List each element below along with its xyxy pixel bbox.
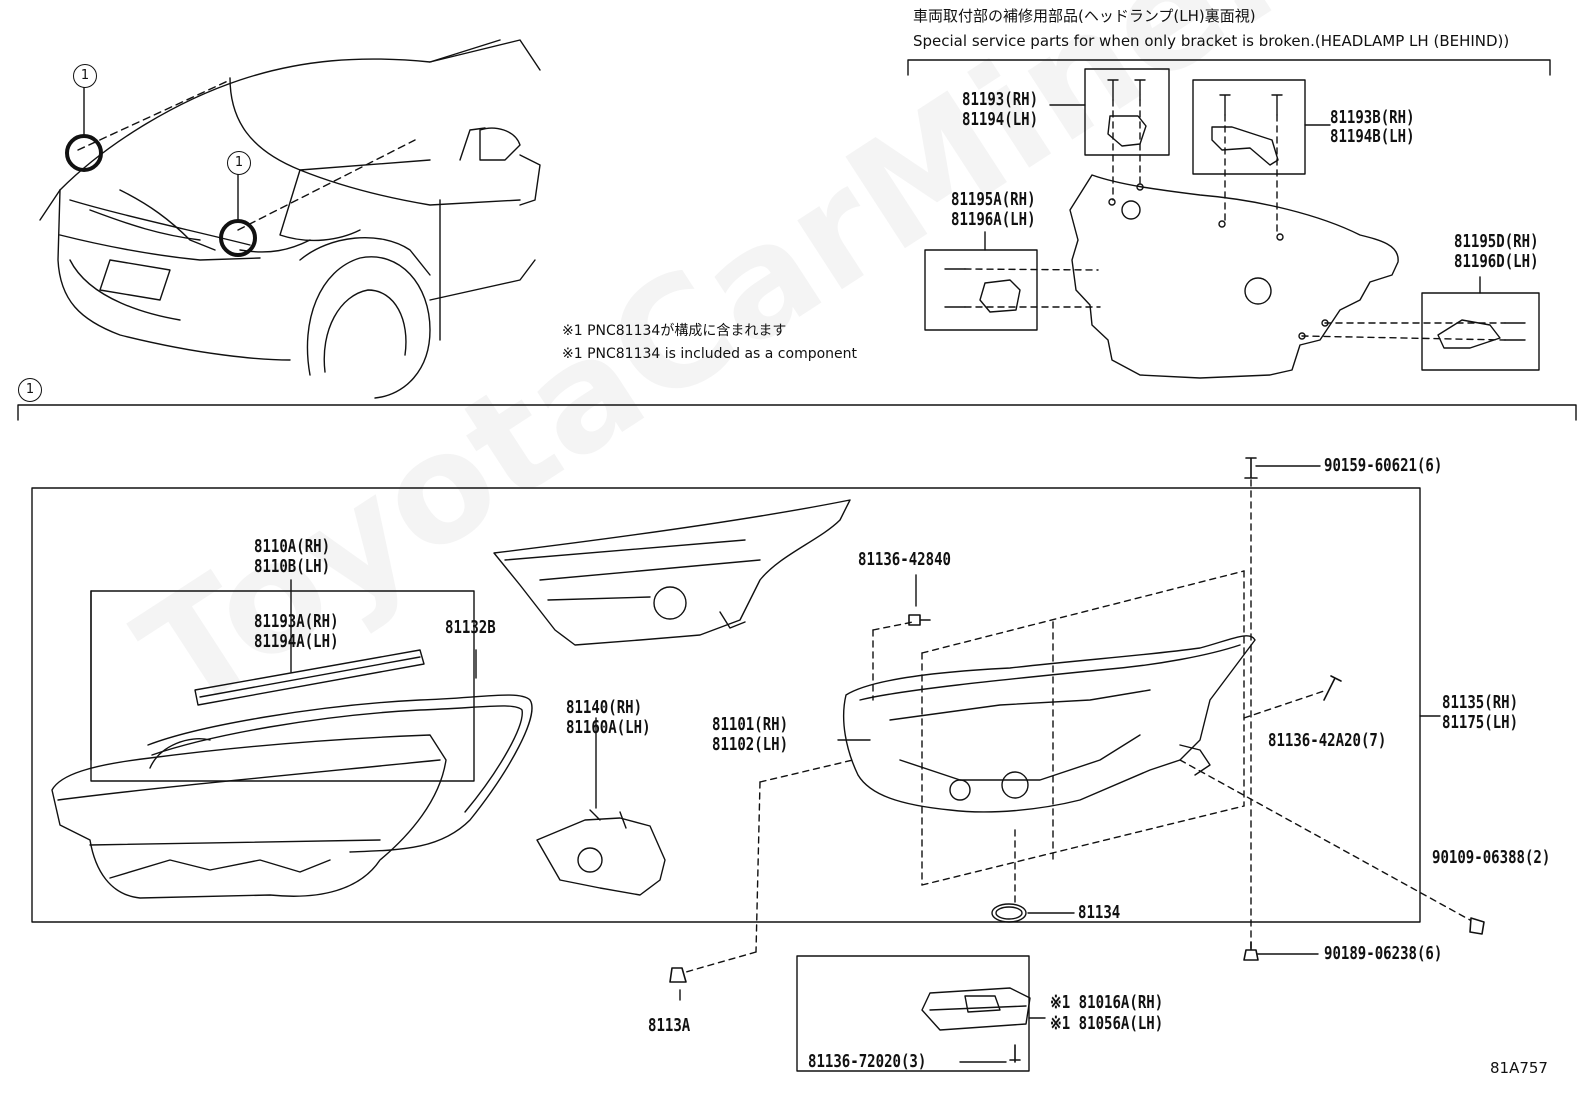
callout-circle-2: 1 — [227, 151, 251, 175]
label-81194a-lh[interactable]: 81194A(LH) — [254, 631, 339, 652]
label-81195d-rh[interactable]: 81195D(RH) — [1454, 231, 1539, 252]
vehicle-front-illustration — [39, 39, 541, 399]
label-81132b[interactable]: 81132B — [445, 617, 496, 638]
label-81136-72020[interactable]: 81136-72020(3) — [808, 1051, 927, 1072]
bracket-section — [907, 59, 1551, 379]
label-81135-rh[interactable]: 81135(RH) — [1442, 692, 1519, 713]
label-81160a-lh[interactable]: 81160A(LH) — [566, 717, 651, 738]
label-81134[interactable]: 81134 — [1078, 902, 1121, 923]
label-8110a-rh[interactable]: 8110A(RH) — [254, 536, 331, 557]
callout-circle-3: 1 — [18, 378, 42, 402]
figure-id: 81A757 — [1490, 1059, 1548, 1077]
label-81194b-lh[interactable]: 81194B(LH) — [1330, 126, 1415, 147]
label-81193b-rh[interactable]: 81193B(RH) — [1330, 107, 1415, 128]
label-81136-42a20[interactable]: 81136-42A20(7) — [1268, 730, 1387, 751]
label-81196a-lh[interactable]: 81196A(LH) — [951, 209, 1036, 230]
label-8110b-lh[interactable]: 8110B(LH) — [254, 556, 331, 577]
label-8113a[interactable]: 8113A — [648, 1015, 691, 1036]
callout-circle-1: 1 — [73, 64, 97, 88]
label-81195a-rh[interactable]: 81195A(RH) — [951, 189, 1036, 210]
label-81193-rh[interactable]: 81193(RH) — [962, 89, 1039, 110]
label-81175-lh[interactable]: 81175(LH) — [1442, 712, 1519, 733]
label-81136-42840[interactable]: 81136-42840 — [858, 549, 951, 570]
label-81196d-lh[interactable]: 81196D(LH) — [1454, 251, 1539, 272]
label-81056a-lh[interactable]: ※1 81056A(LH) — [1050, 1013, 1164, 1034]
label-90189-06238[interactable]: 90189-06238(6) — [1324, 943, 1443, 964]
label-90109-06388[interactable]: 90109-06388(2) — [1432, 847, 1551, 868]
bracket-section-title-jp: 車両取付部の補修用部品(ヘッドランプ(LH)裏面視) — [913, 7, 1256, 25]
component-note-en: ※1 PNC81134 is included as a component — [562, 346, 858, 362]
label-81140-rh[interactable]: 81140(RH) — [566, 697, 643, 718]
component-note-jp: ※1 PNC81134が構成に含まれます — [562, 323, 787, 339]
label-81101-rh[interactable]: 81101(RH) — [712, 714, 789, 735]
bracket-section-title-en: Special service parts for when only brac… — [913, 32, 1510, 50]
main-assembly — [17, 404, 1577, 1072]
label-81193a-rh[interactable]: 81193A(RH) — [254, 611, 339, 632]
label-81194-lh[interactable]: 81194(LH) — [962, 109, 1039, 130]
label-81102-lh[interactable]: 81102(LH) — [712, 734, 789, 755]
label-90159-60621[interactable]: 90159-60621(6) — [1324, 455, 1443, 476]
label-81016a-rh[interactable]: ※1 81016A(RH) — [1050, 992, 1164, 1013]
